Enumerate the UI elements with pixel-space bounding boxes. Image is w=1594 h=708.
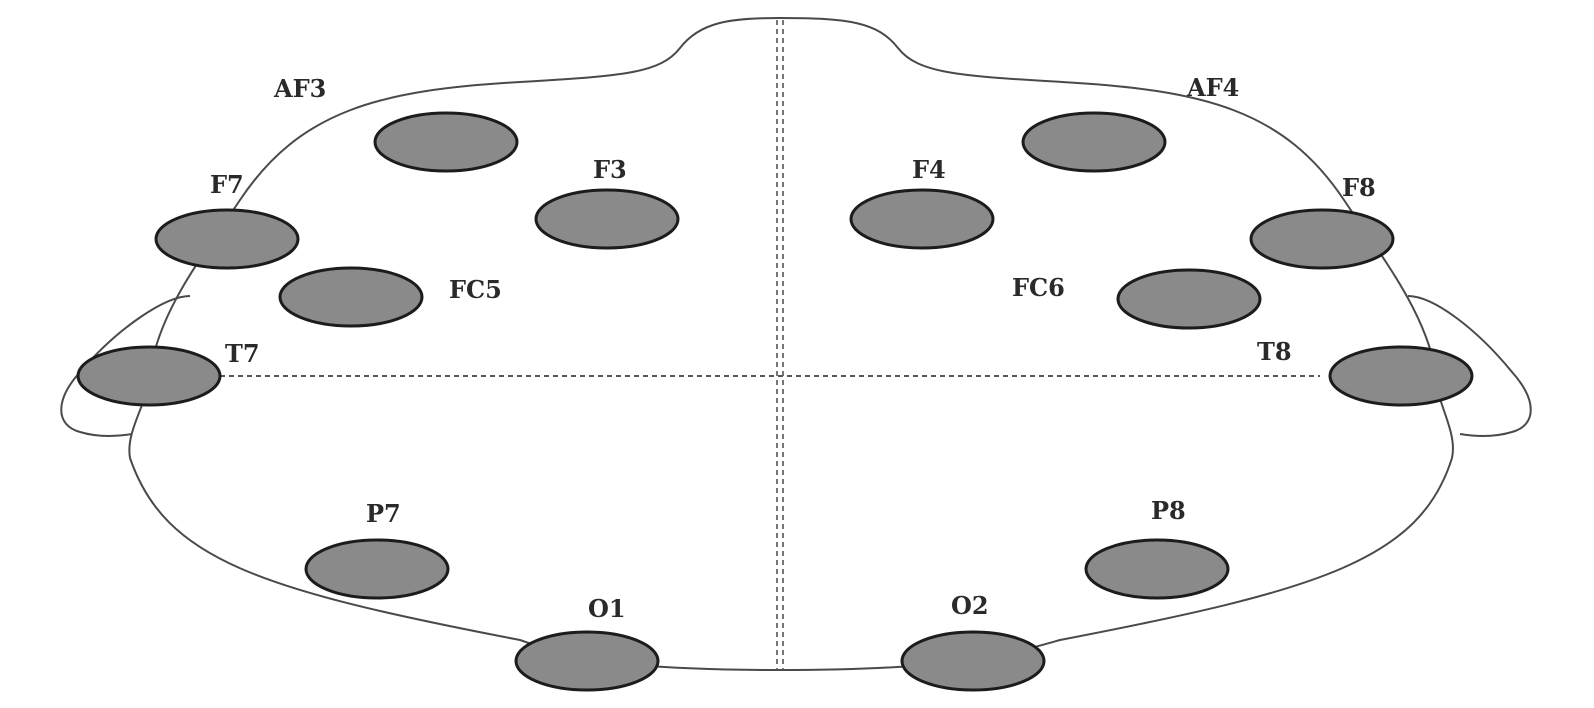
label-o1: O1 bbox=[588, 594, 626, 623]
label-f3: F3 bbox=[593, 155, 627, 184]
label-t8: T8 bbox=[1257, 337, 1292, 366]
electrode-fc5 bbox=[278, 266, 424, 328]
electrode-fc6 bbox=[1116, 268, 1262, 330]
electrode-t7 bbox=[76, 345, 222, 407]
electrode-f7 bbox=[154, 208, 300, 270]
electrode-t8 bbox=[1328, 345, 1474, 407]
electrode-f3 bbox=[534, 188, 680, 250]
left-ear bbox=[60, 295, 191, 437]
label-p8: P8 bbox=[1151, 496, 1186, 525]
electrode-p7 bbox=[304, 538, 450, 600]
electrode-af3 bbox=[373, 111, 519, 173]
electrode-f8 bbox=[1249, 208, 1395, 270]
right-ear bbox=[1407, 295, 1532, 437]
label-f8: F8 bbox=[1342, 173, 1376, 202]
electrode-o2 bbox=[900, 630, 1046, 692]
electrode-af4 bbox=[1021, 111, 1167, 173]
label-o2: O2 bbox=[951, 591, 989, 620]
label-af4: AF4 bbox=[1186, 73, 1239, 102]
electrode-p8 bbox=[1084, 538, 1230, 600]
label-fc5: FC5 bbox=[449, 275, 502, 304]
label-fc6: FC6 bbox=[1012, 273, 1065, 302]
label-f4: F4 bbox=[912, 155, 946, 184]
label-p7: P7 bbox=[366, 499, 401, 528]
label-af3: AF3 bbox=[273, 74, 326, 103]
electrode-f4 bbox=[849, 188, 995, 250]
head-outline bbox=[128, 16, 1454, 672]
electrode-o1 bbox=[514, 630, 660, 692]
label-f7: F7 bbox=[210, 170, 244, 199]
label-t7: T7 bbox=[225, 339, 260, 368]
